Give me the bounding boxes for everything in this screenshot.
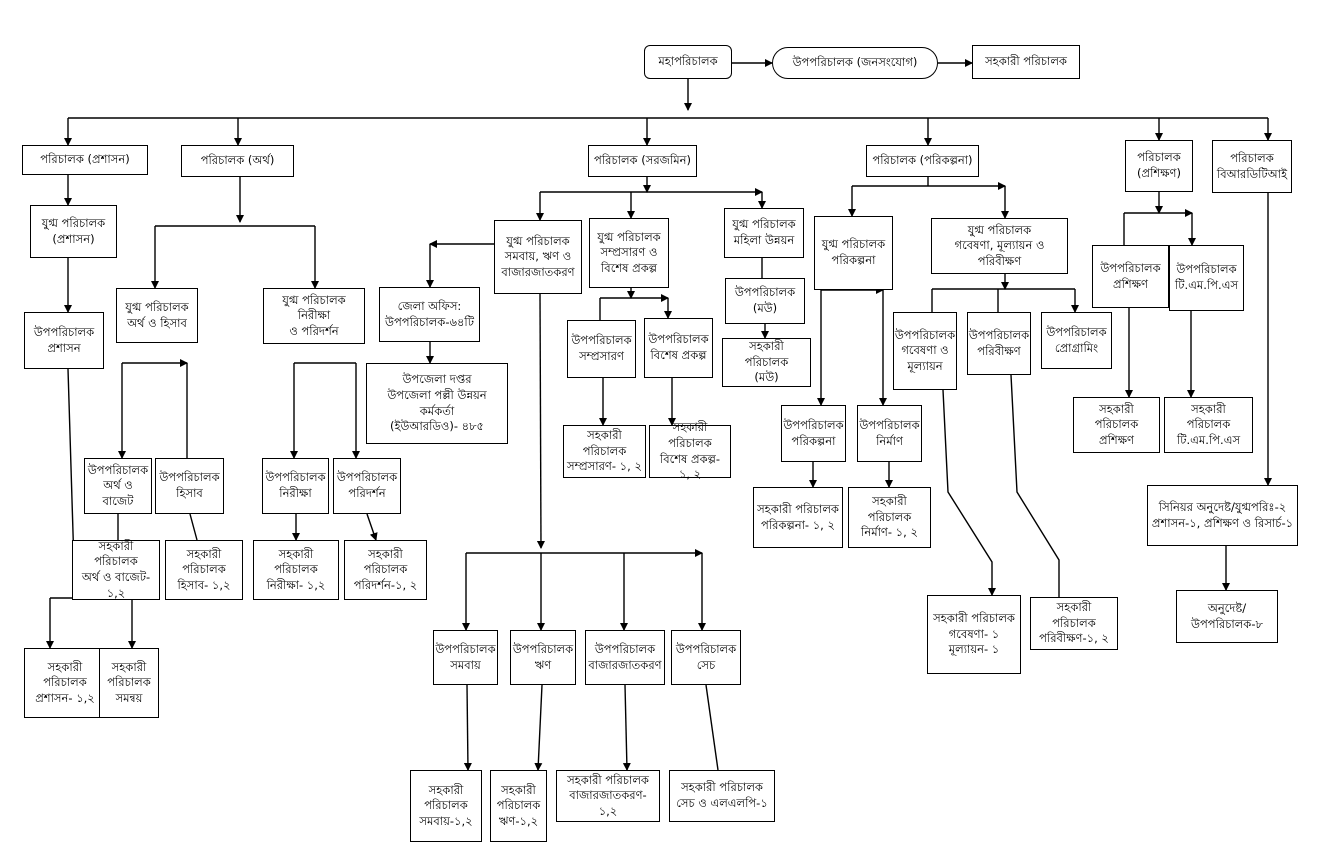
node-dd-women: উপপরিচালক (মউ) [725, 278, 805, 324]
node-ad-pr: সহকারী পরিচালক [972, 45, 1080, 79]
node-jd-admin: যুগ্ম পরিচালক (প্রশাসন) [30, 205, 117, 258]
node-dd-coop: উপপরিচালক সমবায় [433, 630, 498, 685]
connector-53 [534, 684, 543, 771]
node-dd-audit: উপপরিচালক নিরীক্ষা [262, 458, 329, 514]
node-jd-women: যুগ্ম পরিচালক মহিলা উন্নয়ন [724, 208, 804, 258]
node-dd-monitor: উপপরিচালক পরিবীক্ষণ [967, 312, 1031, 375]
node-dd-const: উপপরিচালক নির্মাণ [857, 405, 922, 462]
node-dd-insp: উপপরিচালক পরিদর্শন [333, 458, 401, 514]
connector-52 [463, 684, 472, 771]
node-dd-budget: উপপরিচালক অর্থ ও বাজেট [84, 458, 152, 514]
node-jd-audit: যুগ্ম পরিচালক নিরীক্ষা ও পরিদর্শন [263, 288, 365, 344]
node-jd-ext: যুগ্ম পরিচালক সম্প্রসারণ ও বিশেষ প্রকল্প [589, 218, 669, 288]
connector-71 [942, 389, 996, 596]
node-ad-mkt: সহকারী পরিচালক বাজারজাতকরণ- ১,২ [556, 770, 660, 822]
node-dir-field: পরিচালক (সরজমিন) [588, 145, 697, 177]
node-ad-ext: সহকারী পরিচালক সম্প্রসারণ- ১, ২ [563, 425, 646, 478]
node-ad-budget: সহকারী পরিচালক অর্থ ও বাজেট- ১,২ [72, 539, 160, 600]
node-jd-plan: যুগ্ম পরিচালক পরিকল্পনা [814, 216, 893, 290]
node-ad-audit: সহকারী পরিচালক নিরীক্ষা- ১,২ [253, 540, 339, 600]
node-dd-ext: উপপরিচালক সম্প্রসারণ [567, 320, 636, 378]
node-jd-research: যুগ্ম পরিচালক গবেষণা, মূল্যায়ন ও পরিবীক… [931, 218, 1068, 274]
node-dd-research: উপপরিচালক গবেষণা ও মূল্যায়ন [893, 312, 957, 390]
node-dd-acc: উপপরিচালক হিসাব [155, 458, 224, 514]
node-ad-sp: সহকারী পরিচালক বিশেষ প্রকল্প- ১, ২ [649, 420, 731, 481]
node-ad-insp: সহকারী পরিচালক পরিদর্শন-১, ২ [344, 540, 427, 600]
connector-54 [622, 684, 631, 771]
node-dd-tmps: উপপরিচালক টি.এম.পি.এস [1169, 245, 1244, 311]
node-dir-plan: পরিচালক (পরিকল্পনা) [866, 145, 979, 177]
node-ad-acc: সহকারী পরিচালক হিসাব- ১,২ [165, 540, 243, 600]
node-dir-admin: পরিচালক (প্রশাসন) [22, 145, 148, 175]
node-dir-bard: পরিচালক বিআরডিটিআই [1212, 140, 1292, 193]
connector-29 [366, 513, 378, 541]
node-ad-const: সহকারী পরিচালক নির্মাণ- ১, ২ [848, 487, 931, 548]
node-dd-mkt: উপপরিচালক বাজারজাতকরণ [585, 630, 665, 685]
node-dd-credit: উপপরিচালক ঋণ [510, 630, 576, 685]
node-jd-coop: যুগ্ম পরিচালক সমবায়, ঋণ ও বাজারজাতকরণ [494, 220, 582, 294]
node-dd-irr: উপপরিচালক সেচ [671, 630, 741, 685]
node-upazila: উপজেলা দপ্তর উপজেলা পল্লী উন্নয়ন কর্মকর… [366, 363, 508, 444]
connector-46 [536, 293, 545, 549]
node-dd-plan: উপপরিচালক পরিকল্পনা [781, 405, 846, 462]
node-ad-tmps: সহকারী পরিচালক টি.এম.পি.এস [1164, 397, 1253, 453]
node-dir-fin: পরিচালক (অর্থ) [181, 145, 294, 177]
node-dd-pr: উপপরিচালক (জনসংযোগ) [772, 47, 938, 79]
node-district: জেলা অফিস: উপপরিচালক-৬৪টি [379, 287, 480, 342]
node-ad-monitor: সহকারী পরিচালক পরিবীক্ষণ-১, ২ [1030, 597, 1118, 650]
node-dd-prog: উপপরিচালক প্রোগ্রামিং [1041, 312, 1112, 369]
connector-27 [189, 513, 198, 541]
node-ad-women: সহকারী পরিচালক (মউ) [722, 338, 811, 387]
node-ad-credit: সহকারী পরিচালক ঋণ-১,২ [490, 770, 547, 842]
connector-55 [705, 684, 719, 771]
node-ad-admin: সহকারী পরিচালক প্রশাসন- ১,২ [24, 648, 106, 718]
node-ad-plan: সহকারী পরিচালক পরিকল্পনা- ১, ২ [753, 487, 843, 548]
connector-72 [1010, 374, 1060, 597]
node-ad-coord: সহকারী পরিচালক সমন্বয় [99, 648, 159, 718]
node-ad-train: সহকারী পরিচালক প্রশিক্ষণ [1073, 397, 1160, 453]
node-dd-admin: উপপরিচালক প্রশাসন [24, 312, 104, 369]
node-instructor: অনুদেষ্ট/ উপপরিচালক-৮ [1176, 590, 1278, 643]
node-ad-research: সহকারী পরিচালক গবেষণা- ১ মূল্যায়ন- ১ [927, 595, 1021, 674]
node-dd-train: উপপরিচালক প্রশিক্ষণ [1092, 245, 1169, 308]
node-dg: মহাপরিচালক [644, 45, 732, 79]
node-dd-sp: উপপরিচালক বিশেষ প্রকল্প [644, 318, 713, 378]
node-jd-fin-acc: যুগ্ম পরিচালক অর্থ ও হিসাব [116, 288, 198, 343]
node-ad-coop: সহকারী পরিচালক সমবায়-১,২ [410, 770, 482, 842]
node-ad-irr: সহকারী পরিচালক সেচ ও এলএলপি-১ [669, 770, 775, 822]
node-senior-inst: সিনিয়র অনুদেষ্ট/যুগ্মপরিঃ-২ প্রশাসন-১, … [1147, 485, 1298, 546]
node-dir-train: পরিচালক (প্রশিক্ষণ) [1125, 140, 1193, 192]
